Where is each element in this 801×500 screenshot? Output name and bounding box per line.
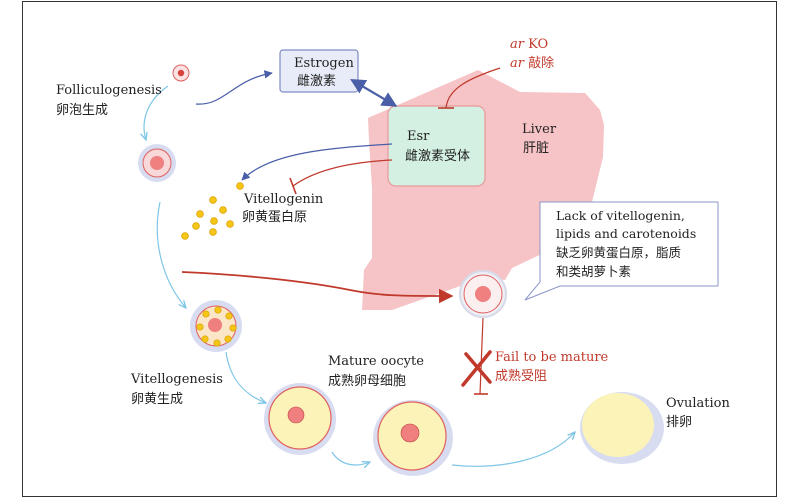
lack-callout — [524, 201, 719, 301]
esr-to-vitellogenin-arrow — [241, 143, 393, 181]
mature-oocyte-label-en: Mature oocyte — [328, 354, 424, 369]
mature-oocyte-1 — [264, 383, 336, 455]
lack-line-2: lipids and carotenoids — [556, 226, 696, 241]
liver-label-en: Liver — [522, 122, 557, 137]
follicle-progression-arrow-4 — [331, 451, 370, 465]
estrogen-label-en: Estrogen — [294, 56, 354, 71]
fail-inhibition-line — [479, 317, 484, 395]
follicle-progression-arrow-5 — [451, 432, 575, 467]
ar-ko-label-en: ar KO — [510, 37, 548, 52]
vitellogenin-inhibition-line — [292, 159, 393, 187]
ar-ko-label-zh: ar 敲除 — [510, 55, 554, 71]
estrogen-label-zh: 雌激素 — [297, 73, 336, 89]
primary-follicle — [138, 144, 176, 182]
follicle-progression-arrow-2 — [156, 201, 186, 308]
follicle-progression-arrow-1 — [144, 85, 169, 140]
vitellogenin-label-zh: 卵黄蛋白原 — [242, 209, 307, 225]
ar-ko-inhibition-line — [445, 67, 501, 109]
ar-ko-italic: ar — [510, 37, 525, 52]
lack-line-3: 缺乏卵黄蛋白原，脂质 — [556, 245, 681, 260]
estrogen-box — [279, 49, 359, 93]
ovulated-egg — [580, 392, 664, 464]
vitellogenin-label-en: Vitellogenin — [243, 192, 324, 207]
lack-line-1: Lack of vitellogenin, — [556, 208, 685, 223]
esr-receptor-box — [387, 105, 486, 187]
ar-ko-zh-text: 敲除 — [524, 55, 554, 71]
ovulation-label-zh: 排卵 — [666, 415, 692, 430]
mature-oocyte-2 — [373, 400, 453, 476]
diagram-frame — [22, 1, 777, 497]
fail-cross-icon — [461, 350, 492, 387]
vitellogenin-dots — [181, 182, 244, 240]
vitellogenin-inhibition-bar — [289, 177, 297, 195]
fail-label-en: Fail to be mature — [495, 350, 609, 365]
esr-label-en: Esr — [407, 129, 430, 144]
vitellogenic-follicle — [190, 300, 242, 352]
ovulation-label-en: Ovulation — [666, 396, 730, 411]
folliculogenesis-label-en: Folliculogenesis — [56, 83, 162, 98]
lack-line-4: 和类胡萝卜素 — [556, 264, 631, 279]
follicle-progression-arrow-3 — [225, 351, 266, 403]
primordial-follicle — [172, 64, 190, 82]
failed-oocyte — [459, 270, 507, 318]
vitellogenesis-label-en: Vitellogenesis — [130, 372, 223, 387]
fail-label-zh: 成熟受阻 — [495, 368, 547, 384]
ar-ko-text: KO — [524, 37, 548, 52]
estrogen-esr-arrow — [350, 78, 398, 107]
esr-label-zh: 雌激素受体 — [405, 148, 470, 164]
follicle-to-estrogen-arrow — [195, 70, 273, 105]
vitellogenesis-label-zh: 卵黄生成 — [131, 392, 183, 407]
mature-oocyte-label-zh: 成熟卵母细胞 — [328, 373, 406, 389]
liver-label-zh: 肝脏 — [523, 141, 549, 156]
ar-ko-zh-italic: ar — [510, 56, 525, 71]
ko-pathway-arrow — [181, 271, 454, 304]
folliculogenesis-label-zh: 卵泡生成 — [56, 103, 108, 118]
